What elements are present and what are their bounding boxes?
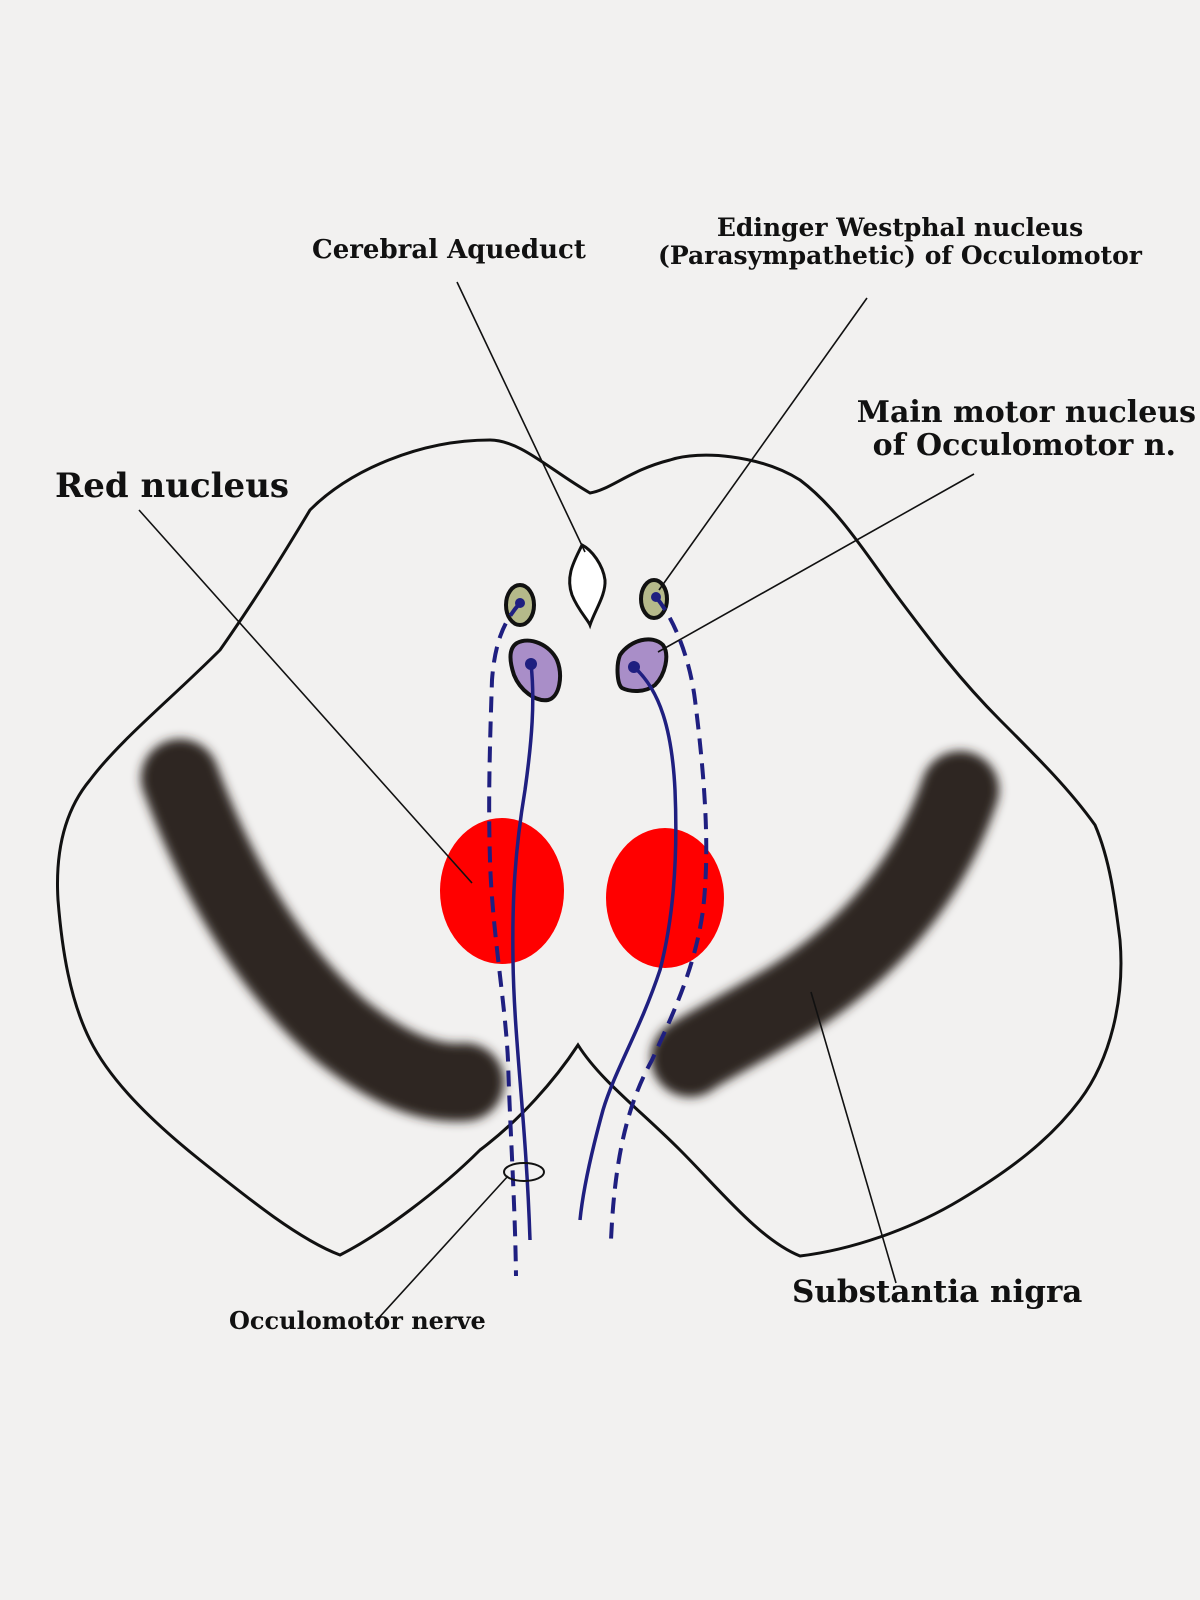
label-occulomotor-nerve: Occulomotor nerve: [229, 1306, 486, 1335]
red-nucleus-right: [606, 828, 724, 968]
leader-line-substantia-nigra: [810, 991, 897, 1284]
occulomotor-nerve-marker: [503, 1162, 545, 1182]
motor-fiber-left: [511, 663, 535, 1241]
label-edinger-westphal-line2: (Parasympathetic) of Occulomotor: [658, 240, 1142, 270]
leader-line-main-motor: [657, 473, 975, 653]
midbrain-outline: [56, 438, 1123, 1258]
leader-line-occulomotor-nerve: [374, 1175, 509, 1323]
label-main-motor-line2: of Occulomotor n.: [872, 428, 1176, 463]
substantia-nigra-left: [141, 739, 504, 1122]
main-motor-nucleus-right: [615, 637, 669, 693]
label-edinger-westphal: Edinger Westphal nucleus (Parasympatheti…: [640, 214, 1160, 269]
label-edinger-westphal-line1: Edinger Westphal nucleus: [716, 213, 1084, 242]
fiber-origin-dot: [515, 598, 525, 608]
label-cerebral-aqueduct: Cerebral Aqueduct: [312, 235, 586, 265]
motor-fiber-right: [578, 665, 678, 1221]
leader-line-edinger-westphal: [658, 297, 868, 591]
label-substantia-nigra: Substantia nigra: [792, 1274, 1083, 1310]
fiber-origin-dot: [628, 661, 640, 673]
parasympathetic-fiber-right: [609, 595, 709, 1241]
label-main-motor-nucleus: Main motor nucleus of Occulomotor n.: [836, 396, 1196, 462]
label-main-motor-line1: Main motor nucleus: [856, 395, 1196, 430]
leader-line-aqueduct: [456, 281, 586, 553]
label-red-nucleus: Red nucleus: [55, 466, 290, 506]
substantia-nigra-right: [651, 751, 999, 1097]
red-nucleus-left: [440, 818, 564, 964]
fiber-origin-dot: [651, 592, 661, 602]
cerebral-aqueduct: [568, 542, 607, 630]
main-motor-nucleus-left: [508, 638, 562, 703]
fiber-origin-dot: [525, 658, 537, 670]
parasympathetic-fiber-left: [487, 601, 522, 1277]
leader-line-red-nucleus: [138, 509, 473, 884]
